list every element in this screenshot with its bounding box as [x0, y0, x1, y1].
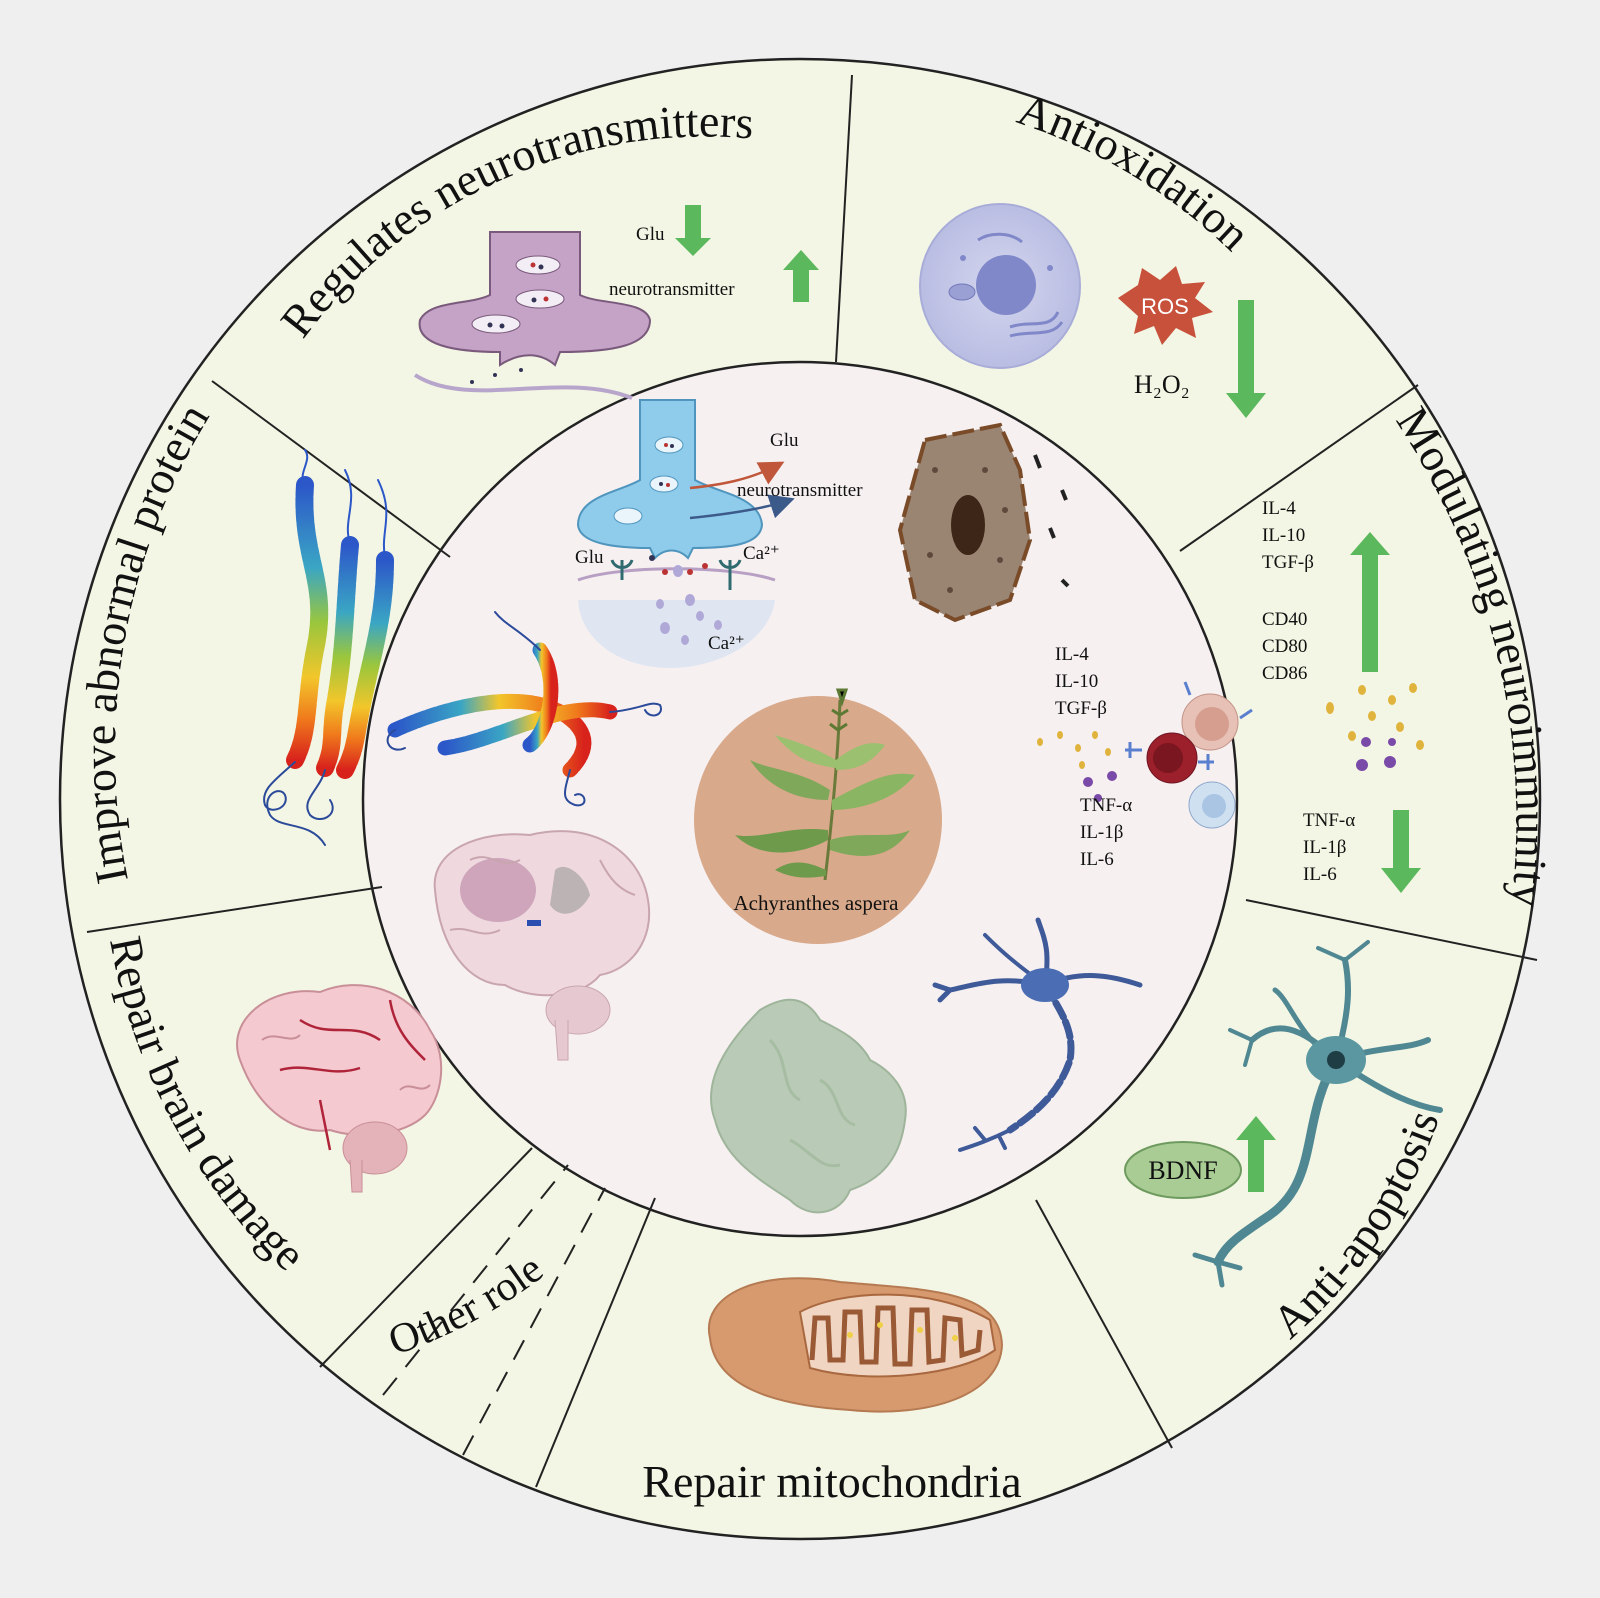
protein-fibrils: [263, 449, 394, 846]
cytokine-dots: [1326, 683, 1424, 771]
inner-glu-arrow-label: Glu: [770, 430, 799, 451]
immunity-marker-item: CD86: [1262, 663, 1307, 684]
immunity-marker-item: CD40: [1262, 609, 1307, 630]
inner-neurotransmitter-label: neurotransmitter: [737, 480, 863, 501]
cell-illustration: [919, 203, 1081, 369]
immunity-down-list: TNF-α IL-1β IL-6: [1303, 810, 1355, 885]
immunity-up-arrow: [1350, 532, 1390, 672]
neurotransmitter-up-arrow: [783, 250, 819, 302]
bdnf-label: BDNF: [1148, 1156, 1217, 1185]
immunity-marker-list: CD40 CD80 CD86: [1262, 609, 1307, 684]
inner-pro-item: TNF-α: [1080, 795, 1132, 816]
plant-illustration: [735, 688, 915, 881]
glu-down-arrow: [675, 205, 711, 256]
immunity-down-item: IL-1β: [1303, 837, 1346, 858]
mitochondrion-illustration: [707, 1277, 1004, 1413]
segment-dividers: [86, 74, 1538, 1488]
inner-swollen-mitochondrion: [710, 998, 907, 1214]
inner-anti-item: TGF-β: [1055, 698, 1107, 719]
brain-illustration: [236, 984, 443, 1193]
inner-pro-list: TNF-α IL-1β IL-6: [1080, 795, 1132, 870]
inner-neuron-body: [1021, 968, 1069, 1002]
neuro-glu-label: Glu: [636, 224, 665, 245]
inner-synapse-illustration: [576, 399, 795, 668]
immune-cells-illustration: [1037, 681, 1253, 829]
other-role-dashed-lines: [382, 1164, 606, 1456]
inner-ca-post-label: Ca²⁺: [708, 633, 745, 654]
bdnf-badge: [1124, 1141, 1242, 1199]
neuro-neurotransmitter-label: neurotransmitter: [609, 279, 735, 300]
inner-brain-illustration: [433, 830, 651, 1061]
neuron-nucleus: [1327, 1051, 1345, 1069]
ros-burst-icon: [1118, 266, 1213, 345]
immunity-up-item: IL-10: [1262, 525, 1305, 546]
plant-background: [694, 696, 942, 944]
immunity-down-item: TNF-α: [1303, 810, 1355, 831]
damaged-cell-illustration: [897, 422, 1070, 623]
synapse-illustration: [413, 231, 652, 400]
inner-anti-item: IL-4: [1055, 644, 1089, 665]
immunity-up-item: TGF-β: [1262, 552, 1314, 573]
inner-protein-illustration: [386, 611, 662, 807]
immunity-down-arrow: [1381, 810, 1421, 893]
inner-anti-item: IL-10: [1055, 671, 1098, 692]
ros-down-arrow: [1226, 300, 1266, 418]
ros-label: ROS: [1141, 294, 1189, 319]
immunity-marker-item: CD80: [1262, 636, 1307, 657]
inner-ca-receptor-label: Ca²⁺: [743, 543, 780, 564]
inner-pro-item: IL-1β: [1080, 822, 1123, 843]
inner-pro-item: IL-6: [1080, 849, 1114, 870]
inner-anti-list: IL-4 IL-10 TGF-β: [1055, 644, 1107, 719]
bdnf-up-arrow: [1236, 1116, 1276, 1192]
title-repair-mitochondria: Repair mitochondria: [642, 1456, 1021, 1507]
h2o2-label: H₂O₂: [1134, 370, 1190, 399]
inner-glu-receptor-label: Glu: [575, 547, 604, 568]
center-plant-label: Achyranthes aspera: [733, 891, 899, 915]
immunity-down-item: IL-6: [1303, 864, 1337, 885]
immunity-up-list: IL-4 IL-10 TGF-β: [1262, 498, 1314, 573]
immunity-up-item: IL-4: [1262, 498, 1296, 519]
